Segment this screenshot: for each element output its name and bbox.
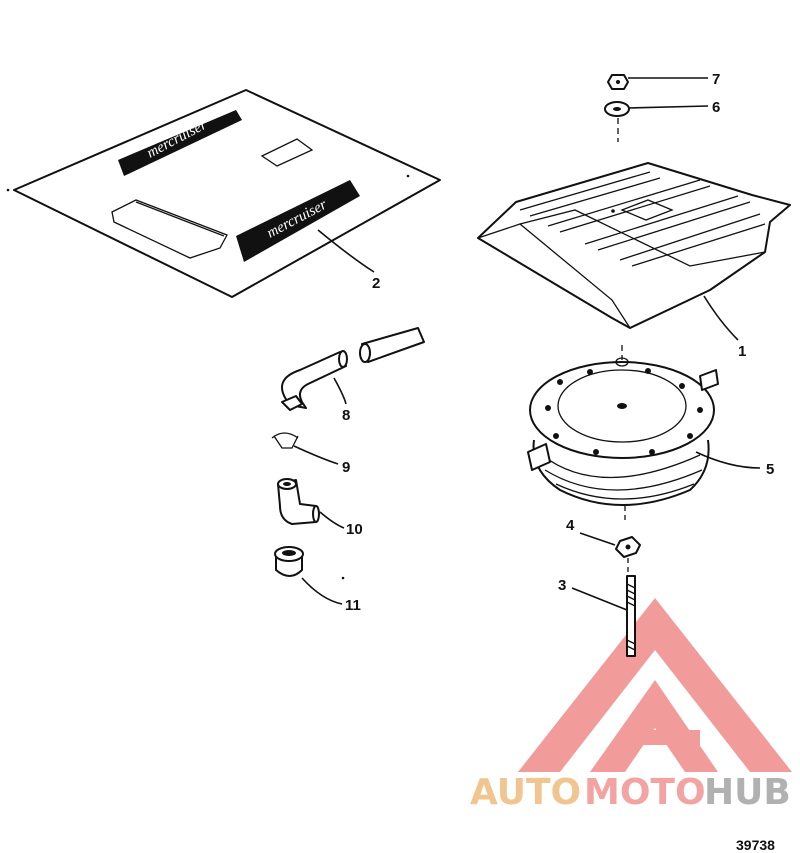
callout-4: 4 bbox=[566, 517, 575, 534]
leader-lines bbox=[293, 77, 761, 611]
decal-sheet: mercruiser mercruiser bbox=[6, 89, 441, 298]
figure-number: 39738 bbox=[736, 837, 775, 853]
stud-3 bbox=[626, 575, 636, 657]
watermark-word-auto: AUTO bbox=[470, 772, 581, 813]
hose-8 bbox=[281, 327, 425, 411]
callout-3: 3 bbox=[558, 577, 566, 594]
watermark-triangle-outer bbox=[518, 598, 792, 772]
elbow-fitting-10 bbox=[277, 478, 320, 525]
callout-11: 11 bbox=[345, 597, 361, 614]
grommet-11 bbox=[274, 546, 304, 577]
washer-6 bbox=[604, 101, 630, 117]
watermark-logo bbox=[518, 598, 792, 772]
decal-large-window bbox=[111, 199, 228, 259]
callout-8: 8 bbox=[342, 407, 350, 424]
callout-2: 2 bbox=[372, 275, 380, 292]
watermark-text: AUTO MOTO HUB bbox=[470, 772, 791, 813]
callout-10: 10 bbox=[346, 521, 363, 538]
watermark-word-moto: MOTO bbox=[584, 772, 706, 813]
decal-small-window bbox=[260, 138, 314, 167]
nut-7 bbox=[607, 74, 629, 90]
clamp-9 bbox=[271, 432, 299, 449]
watermark-triangle-inner bbox=[590, 680, 718, 772]
watermark-word-hub: HUB bbox=[704, 772, 791, 813]
callout-1: 1 bbox=[738, 343, 746, 360]
nut-4 bbox=[615, 536, 641, 558]
callout-numbers: 7 6 1 2 5 4 3 8 9 10 11 bbox=[342, 71, 774, 614]
callout-7: 7 bbox=[712, 71, 720, 88]
flame-arrestor-cover bbox=[477, 162, 791, 329]
flame-arrestor bbox=[527, 345, 719, 520]
callout-5: 5 bbox=[766, 461, 774, 478]
callout-6: 6 bbox=[712, 99, 720, 116]
callout-9: 9 bbox=[342, 459, 350, 476]
